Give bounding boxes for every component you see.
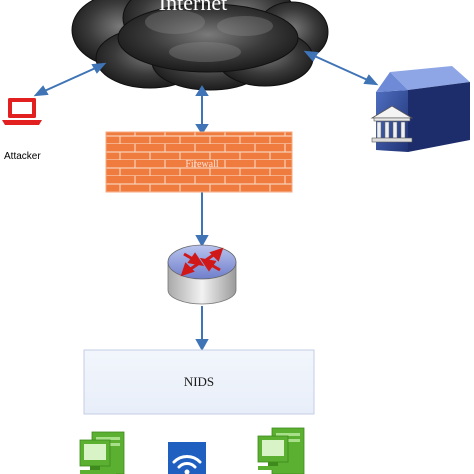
- arrowhead-internet-end: [91, 62, 107, 74]
- nids-label: NIDS: [184, 374, 214, 389]
- arrowhead-attacker-end: [33, 85, 49, 97]
- cloud-icon: [71, 0, 329, 91]
- bank-server-icon: [370, 66, 470, 152]
- firewall-label: Firewall: [185, 159, 219, 170]
- arrowhead-router: [195, 235, 209, 248]
- internet-label: Internet: [159, 0, 227, 15]
- arrowhead-nids: [195, 339, 209, 352]
- desktop-computer-icon: [79, 431, 125, 474]
- arrowhead-up: [195, 85, 209, 96]
- router-icon: [167, 244, 237, 305]
- arrowhead-internet-right-end: [303, 50, 319, 62]
- wifi-access-point-icon: [168, 442, 206, 474]
- nids-box: [83, 349, 315, 415]
- connectors: [33, 50, 379, 352]
- arrowhead-server-end: [363, 74, 379, 86]
- laptop-icon: [2, 98, 42, 125]
- attacker-internet-link: [39, 65, 101, 94]
- arrowhead-down: [195, 124, 209, 135]
- internet-server-link: [309, 53, 373, 83]
- attacker-label: Attacker: [4, 151, 41, 162]
- desktop-computer-icon: [257, 427, 305, 474]
- firewall: [105, 131, 293, 193]
